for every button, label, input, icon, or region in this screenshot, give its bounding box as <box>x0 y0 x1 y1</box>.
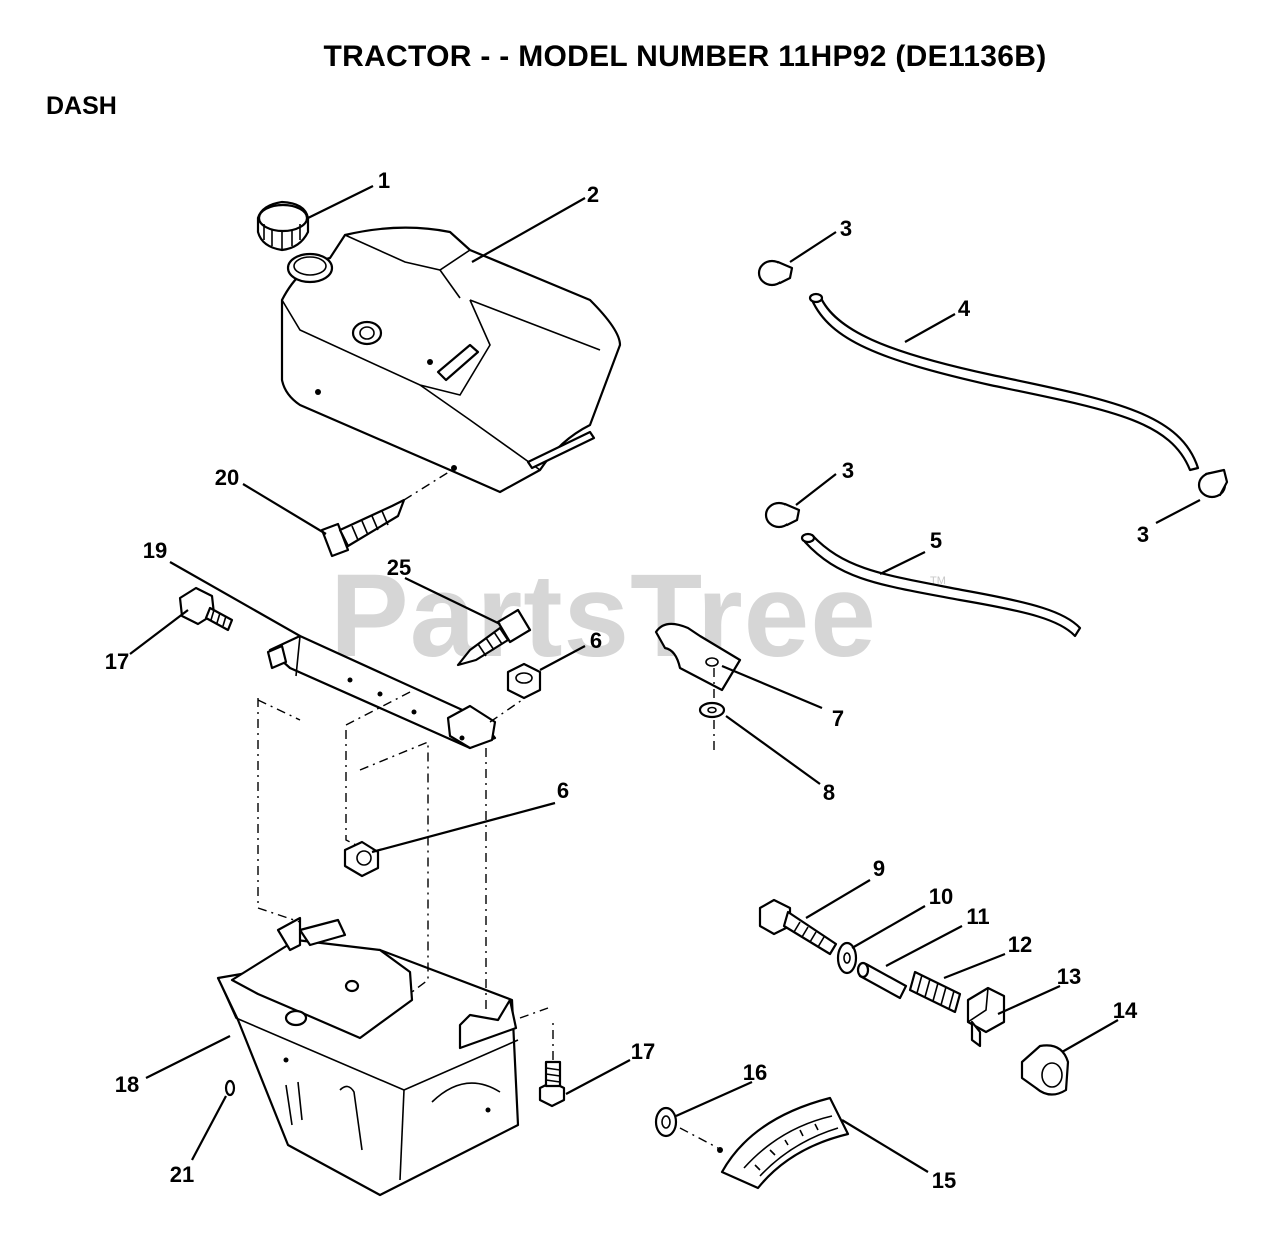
hex-screw-lower <box>538 1020 566 1108</box>
tapping-screw <box>456 608 532 667</box>
callout-7: 7 <box>832 706 844 731</box>
callout-8: 8 <box>823 780 835 805</box>
section-label: DASH <box>46 92 117 120</box>
callout-3-right: 3 <box>1137 522 1149 547</box>
flat-washer <box>836 941 858 975</box>
dash-support-bracket <box>266 634 497 750</box>
lever-bracket <box>966 986 1006 1048</box>
fuel-tank <box>280 226 622 494</box>
fuel-hose-upper <box>808 292 1200 472</box>
fuel-cap <box>256 200 310 252</box>
callout-3-middle: 3 <box>842 458 854 483</box>
grommet <box>654 1106 719 1149</box>
callout-18: 18 <box>115 1072 139 1097</box>
callout-2: 2 <box>587 182 599 207</box>
hose-clamp-right <box>1197 468 1229 499</box>
callout-16: 16 <box>743 1060 767 1085</box>
hose-clamp-middle <box>764 501 801 529</box>
callout-17-top: 17 <box>105 649 129 674</box>
watermark-logo: PartsTree <box>330 550 877 682</box>
fuel-hose-lower <box>800 532 1082 638</box>
throttle-quadrant-plate <box>717 1096 850 1190</box>
callout-6-top: 6 <box>590 628 602 653</box>
callout-6-bottom: 6 <box>557 778 569 803</box>
hex-nut-lower <box>343 840 380 878</box>
hex-bolt <box>758 898 838 956</box>
assembly-lines <box>257 689 549 1019</box>
callout-labels: 1 2 3 4 3 3 5 6 7 8 6 20 19 25 17 9 10 1… <box>105 168 1149 1193</box>
callout-5: 5 <box>930 528 942 553</box>
callout-11: 11 <box>966 904 989 929</box>
callout-13: 13 <box>1057 964 1081 989</box>
rivet <box>224 1079 236 1097</box>
spring <box>908 970 962 1014</box>
callout-4: 4 <box>958 296 971 321</box>
callout-1: 1 <box>378 168 390 193</box>
leader-lines <box>129 185 1201 1173</box>
callout-15: 15 <box>932 1168 956 1193</box>
callout-21: 21 <box>170 1162 194 1187</box>
page-title: TRACTOR - - MODEL NUMBER 11HP92 (DE1136B… <box>323 40 1047 73</box>
hex-screw-upper <box>178 586 234 632</box>
hose-clamp-top <box>757 259 794 287</box>
callout-17-bottom: 17 <box>631 1039 655 1064</box>
callout-14: 14 <box>1113 998 1138 1023</box>
callout-10: 10 <box>929 884 953 909</box>
callout-3-top: 3 <box>840 216 852 241</box>
hex-nut-upper <box>506 662 542 700</box>
spacer <box>856 961 908 1000</box>
callout-25: 25 <box>387 555 411 580</box>
callout-12: 12 <box>1008 932 1032 957</box>
dash-panel <box>216 916 520 1197</box>
bushing <box>1020 1044 1070 1096</box>
tank-screw <box>320 469 453 558</box>
callout-9: 9 <box>873 856 885 881</box>
callout-20: 20 <box>215 465 239 490</box>
callout-19: 19 <box>143 538 167 563</box>
washer <box>698 701 726 719</box>
hose-clip <box>654 622 742 750</box>
